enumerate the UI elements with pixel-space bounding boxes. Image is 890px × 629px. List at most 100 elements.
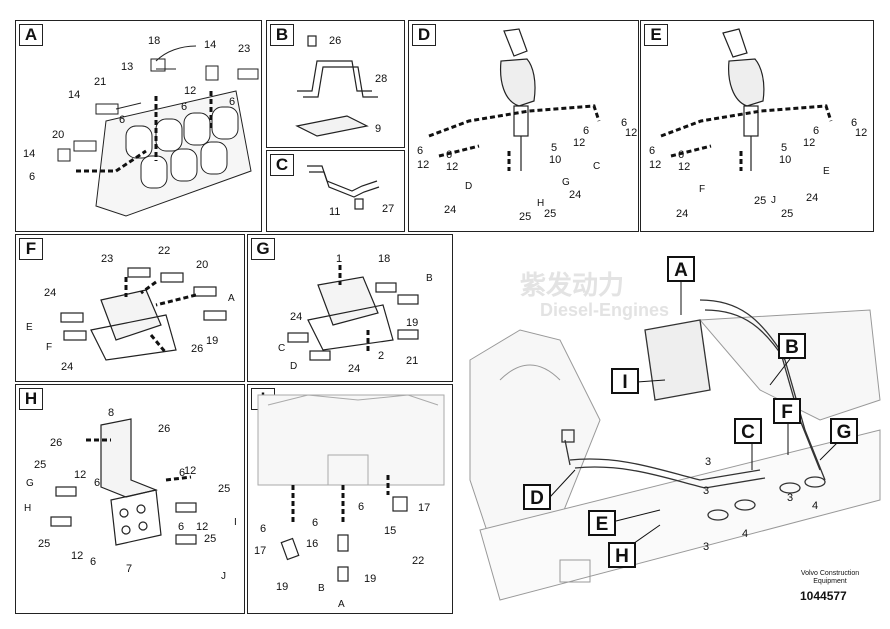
port-label: F bbox=[46, 342, 53, 353]
part-number: 12 bbox=[625, 127, 638, 139]
panel-tag: F bbox=[19, 238, 43, 260]
part-number: 28 bbox=[375, 73, 388, 85]
part-number: 6 bbox=[358, 501, 365, 513]
valve-block-illustration bbox=[57, 45, 259, 217]
part-number: 11 bbox=[329, 206, 341, 218]
overview-callout: I bbox=[611, 368, 639, 394]
valve-illustration bbox=[287, 265, 419, 361]
part-number: 12 bbox=[649, 159, 662, 171]
part-number: 25 bbox=[218, 483, 231, 495]
panel-tag: I bbox=[251, 388, 275, 410]
panel-tag: A bbox=[19, 24, 43, 46]
panel-c: C 11 27 bbox=[266, 150, 405, 232]
panel-tag: D bbox=[412, 24, 436, 46]
port-label: A bbox=[228, 293, 235, 304]
port-label: E bbox=[26, 322, 33, 333]
part-number: 5 bbox=[551, 142, 558, 154]
part-number: 19 bbox=[276, 581, 289, 593]
part-number: 10 bbox=[549, 154, 562, 166]
panel-g: G 1 18 B 24 19 C 2 D 24 21 bbox=[247, 234, 453, 382]
part-number: 3 bbox=[703, 541, 710, 553]
panel-h: H 8 26 26 12 6 12 25 G 6 25 I H 6 12 25 … bbox=[15, 384, 245, 614]
port-label: E bbox=[823, 166, 830, 177]
overview-callout: D bbox=[523, 484, 551, 510]
part-number: 24 bbox=[61, 361, 74, 373]
part-number: 25 bbox=[754, 195, 767, 207]
part-number: 6 bbox=[119, 114, 126, 126]
part-number: 18 bbox=[148, 35, 161, 47]
port-label: H bbox=[537, 198, 545, 209]
panel-d: D 6 12 6 12 6 12 5 10 6 12 C D G H 24 24… bbox=[408, 20, 639, 232]
panel-tag: H bbox=[19, 388, 43, 410]
overview-callout: H bbox=[608, 542, 636, 568]
part-number: 6 bbox=[229, 96, 236, 108]
part-number: 25 bbox=[519, 211, 532, 223]
company-name-line1: Volvo Construction bbox=[800, 570, 860, 577]
part-number: 13 bbox=[121, 61, 134, 73]
panel-tag: C bbox=[270, 154, 294, 176]
part-number: 6 bbox=[851, 117, 858, 129]
part-number: 6 bbox=[312, 517, 319, 529]
port-label: C bbox=[593, 161, 601, 172]
port-label: G bbox=[26, 478, 34, 489]
part-number: 6 bbox=[583, 125, 590, 137]
valve-illustration bbox=[60, 267, 227, 361]
watermark-cn: 紫发动力 bbox=[520, 270, 625, 300]
part-number: 6 bbox=[678, 149, 685, 161]
panel-i: I 6 6 6 15 17 17 16 19 19 B 22 A bbox=[247, 384, 453, 614]
part-number: 6 bbox=[178, 521, 185, 533]
part-number: 25 bbox=[204, 533, 217, 545]
part-number: 6 bbox=[29, 171, 36, 183]
port-label: I bbox=[234, 517, 237, 528]
document-number: 1044577 bbox=[800, 589, 847, 603]
part-number: 24 bbox=[806, 192, 819, 204]
part-number: 12 bbox=[74, 469, 87, 481]
panel-a: A 18 14 23 13 21 12 6 14 6 20 6 bbox=[15, 20, 262, 232]
overview-callout: E bbox=[588, 510, 616, 536]
part-number: 6 bbox=[621, 117, 628, 129]
part-number: 6 bbox=[179, 467, 186, 479]
port-label: C bbox=[278, 343, 286, 354]
joystick-illustration bbox=[428, 28, 601, 171]
panel-tag: G bbox=[251, 238, 275, 260]
part-number: 6 bbox=[446, 149, 453, 161]
part-number: 10 bbox=[779, 154, 792, 166]
part-number: 24 bbox=[348, 363, 361, 375]
part-number: 26 bbox=[158, 423, 171, 435]
port-label: D bbox=[290, 361, 298, 372]
overview-callout: G bbox=[830, 418, 858, 444]
part-number: 6 bbox=[417, 145, 424, 157]
part-number: 5 bbox=[781, 142, 788, 154]
part-number: 26 bbox=[50, 437, 63, 449]
part-number: 12 bbox=[417, 159, 430, 171]
block-illustration bbox=[50, 418, 197, 546]
overview-callout: C bbox=[734, 418, 762, 444]
overview-callout: F bbox=[773, 398, 801, 424]
port-label: F bbox=[699, 184, 706, 195]
port-label: A bbox=[338, 599, 345, 610]
part-number: 6 bbox=[90, 556, 97, 568]
part-number: 20 bbox=[52, 129, 65, 141]
part-number: 9 bbox=[375, 123, 382, 135]
part-number: 14 bbox=[23, 148, 36, 160]
part-number: 18 bbox=[378, 253, 391, 265]
part-number: 16 bbox=[306, 538, 319, 550]
part-number: 21 bbox=[94, 76, 107, 88]
part-number: 12 bbox=[446, 161, 459, 173]
part-number: 2 bbox=[378, 350, 385, 362]
part-number: 24 bbox=[676, 208, 689, 220]
part-number: 6 bbox=[649, 145, 656, 157]
panel-tag: E bbox=[644, 24, 668, 46]
part-number: 22 bbox=[412, 555, 425, 567]
port-label: J bbox=[771, 195, 776, 206]
part-number: 7 bbox=[126, 563, 133, 575]
part-number: 14 bbox=[204, 39, 217, 51]
part-number: 20 bbox=[196, 259, 209, 271]
part-number: 12 bbox=[573, 137, 586, 149]
part-number: 24 bbox=[44, 287, 57, 299]
part-number: 24 bbox=[569, 189, 582, 201]
part-number: 19 bbox=[406, 317, 419, 329]
port-label: B bbox=[318, 583, 325, 594]
part-number: 17 bbox=[254, 545, 267, 557]
part-number: 19 bbox=[206, 335, 219, 347]
